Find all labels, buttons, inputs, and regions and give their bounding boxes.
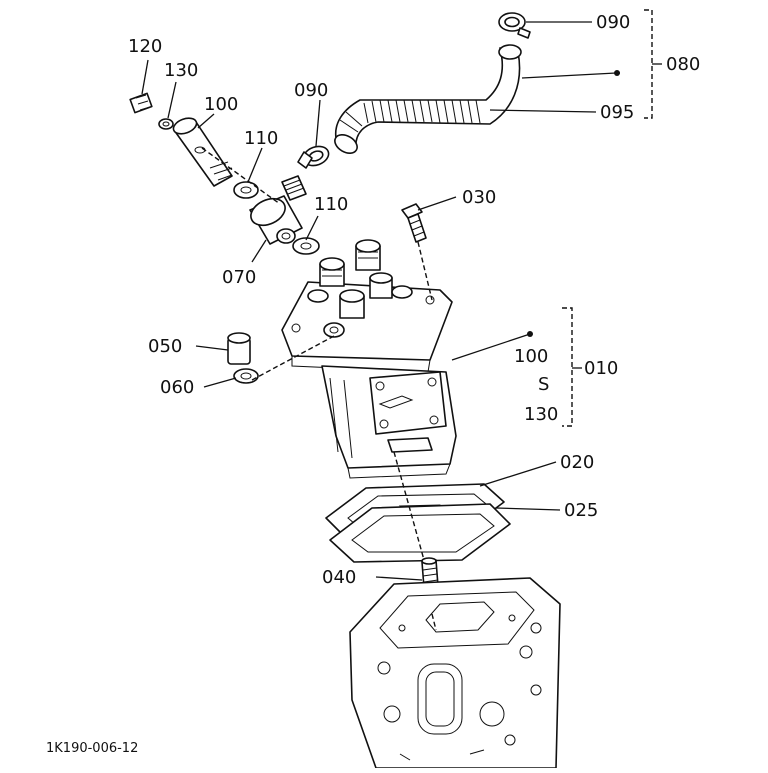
label-080: 080 bbox=[666, 54, 700, 75]
label-110-upper: 110 bbox=[244, 128, 278, 149]
plug-part bbox=[227, 332, 251, 365]
fuel-hose-corrugated bbox=[334, 44, 522, 154]
label-040: 040 bbox=[322, 567, 356, 588]
bracket-010 bbox=[562, 307, 582, 427]
label-range-separator: S bbox=[538, 374, 549, 395]
label-090-upper: 090 bbox=[596, 12, 630, 33]
air-bleed-bolt bbox=[401, 203, 427, 243]
engine-block bbox=[349, 577, 561, 769]
injection-pump bbox=[281, 239, 457, 479]
leader-dots bbox=[527, 70, 620, 337]
label-030: 030 bbox=[462, 187, 496, 208]
label-060: 060 bbox=[160, 377, 194, 398]
label-range-end: 130 bbox=[524, 404, 558, 425]
gasket-lower bbox=[329, 503, 511, 563]
copper-washer-lower bbox=[292, 237, 320, 255]
label-020: 020 bbox=[560, 452, 594, 473]
part-labels: 120 130 100 110 090 090 080 095 030 110 … bbox=[46, 12, 700, 756]
label-025: 025 bbox=[564, 500, 598, 521]
label-050: 050 bbox=[148, 336, 182, 357]
label-100: 100 bbox=[204, 94, 238, 115]
label-010: 010 bbox=[584, 358, 618, 379]
label-130: 130 bbox=[164, 60, 198, 81]
copper-washer-upper bbox=[233, 181, 259, 199]
label-120: 120 bbox=[128, 36, 162, 57]
bracket-080 bbox=[644, 9, 662, 119]
figure-code: 1K190-006-12 bbox=[46, 741, 138, 756]
plug-washer bbox=[233, 368, 259, 384]
label-070: 070 bbox=[222, 267, 256, 288]
small-bolt bbox=[129, 92, 153, 114]
label-110-lower: 110 bbox=[314, 194, 348, 215]
label-095: 095 bbox=[600, 102, 634, 123]
leader-lines bbox=[141, 21, 620, 581]
hose-clamp-bottom bbox=[297, 145, 330, 169]
alignment-lines bbox=[201, 147, 437, 631]
label-range-start: 100 bbox=[514, 346, 548, 367]
small-washer bbox=[158, 118, 174, 130]
label-090-lower: 090 bbox=[294, 80, 328, 101]
banjo-bolt bbox=[172, 117, 233, 187]
threaded-nipple bbox=[281, 175, 307, 201]
hose-clamp-top bbox=[498, 12, 531, 39]
banjo-fitting bbox=[249, 195, 303, 245]
